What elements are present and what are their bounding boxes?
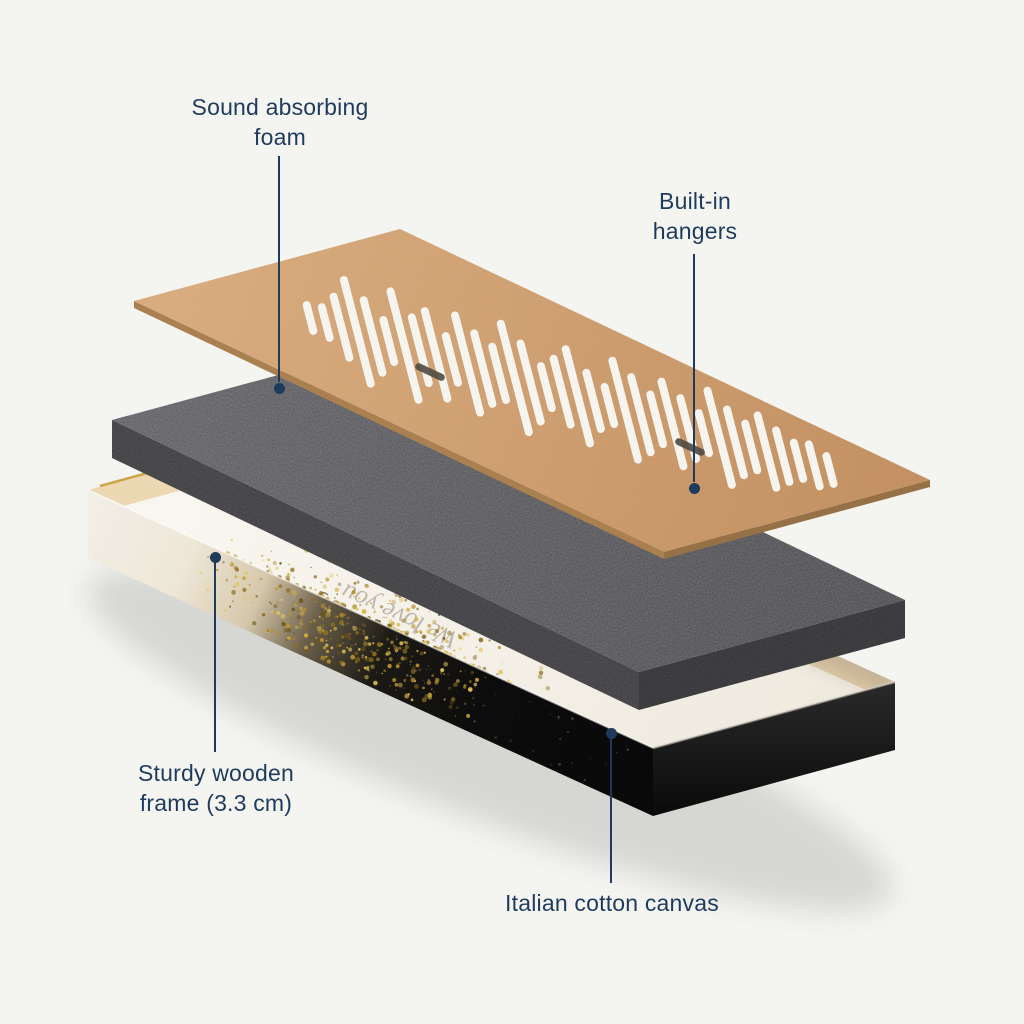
callout-foam-dot [274, 383, 285, 394]
frame-front-face [88, 490, 653, 816]
soundwave-bar [804, 440, 824, 491]
soundwave-bar [496, 319, 533, 437]
callout-hangers-dot [689, 483, 700, 494]
callout-frame-label: Sturdy wooden frame (3.3 cm) [137, 760, 295, 817]
canvas-texture-flecks [370, 635, 630, 782]
soundwave-bar [627, 373, 655, 457]
soundwave-bar [302, 301, 318, 335]
hanger-slot-right [675, 438, 705, 456]
soundwave-bar [488, 342, 510, 404]
soundwave-bar [600, 382, 619, 429]
callout-canvas-label: Italian cotton canvas [505, 890, 719, 916]
soundwave-bar [536, 362, 556, 413]
callout-hangers-label: Built-in hangers [652, 188, 738, 245]
soundwave-bar [359, 296, 387, 377]
soundwave-bar [561, 345, 594, 448]
hanger-slot-left [415, 363, 445, 381]
glitter-on-frame-front [199, 555, 484, 723]
foam-layer [112, 348, 905, 710]
soundwave-bar [420, 307, 452, 403]
soundwave-cutouts [302, 276, 838, 492]
soundwave-bar [379, 316, 399, 366]
soundwave-bar [441, 332, 462, 387]
foam-side-speckle [639, 600, 905, 710]
soundwave-bar [451, 311, 485, 417]
callout-foam-line [278, 156, 280, 382]
soundwave-bar [772, 426, 794, 486]
callout-frame-dot [210, 552, 221, 563]
soundwave-bar [329, 292, 354, 362]
backboard-layer [134, 229, 930, 559]
frame-end-face [653, 682, 895, 816]
soundwave-bar [470, 329, 497, 408]
soundwave-bar [694, 409, 714, 458]
canvas-fold-highlight-front [87, 489, 654, 749]
soundwave-bar [516, 339, 545, 426]
backboard-edge-left [134, 301, 664, 559]
soundwave-bar [753, 411, 781, 492]
soundwave-bar [339, 276, 375, 388]
soundwave-bar [741, 419, 762, 475]
soundwave-bar [608, 356, 642, 464]
soundwave-bar [386, 287, 423, 404]
callout-hangers-line [693, 254, 695, 482]
foam-top-speckle [112, 348, 905, 672]
soundwave-bar [582, 368, 605, 433]
backboard-edge-right [664, 480, 930, 559]
callout-foam-label: Sound absorbing foam [191, 94, 369, 151]
soundwave-bar [822, 452, 838, 488]
callout-frame-line [214, 562, 216, 752]
soundwave-bar [549, 354, 575, 429]
callout-canvas-line [610, 737, 612, 883]
soundwave-bar [657, 377, 688, 471]
soundwave-bar [723, 405, 748, 480]
callout-canvas-dot [606, 728, 617, 739]
soundwave-bar [789, 438, 808, 483]
canvas-fold-highlight-end [652, 680, 896, 750]
foam-front-speckle [112, 420, 639, 710]
soundwave-bar [646, 390, 668, 449]
soundwave-bar [703, 386, 736, 489]
soundwave-bar [317, 303, 334, 342]
